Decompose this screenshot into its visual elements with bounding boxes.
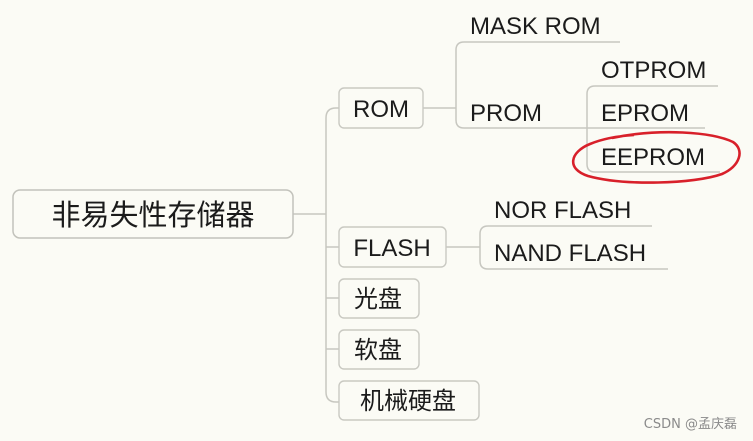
subtopic-otprom-label: OTPROM	[601, 57, 706, 84]
branch-hard-disk[interactable]: 机械硬盘	[338, 380, 480, 421]
subtopic-prom-label: PROM	[470, 100, 542, 127]
flash-connectors	[446, 225, 668, 270]
subtopic-nand-flash-label: NAND FLASH	[494, 240, 646, 267]
branch-rom-box	[338, 87, 424, 129]
subtopic-eeprom[interactable]: EEPROM	[601, 144, 705, 171]
watermark: CSDN @孟庆磊	[643, 417, 737, 432]
subtopic-eprom-label: EPROM	[601, 100, 689, 127]
subtopic-otprom[interactable]: OTPROM	[601, 57, 706, 84]
branch-flash-box	[338, 226, 447, 268]
root-node-box	[12, 189, 294, 239]
branch-floppy-disk[interactable]: 软盘	[338, 329, 420, 370]
branch-optical-disc-box	[338, 278, 420, 319]
root-node-label: 非易失性存储器	[51, 198, 254, 232]
branch-hard-disk-box	[338, 380, 480, 421]
root-connectors	[293, 107, 339, 403]
branch-flash-label: FLASH	[353, 235, 430, 262]
branch-floppy-disk-box	[338, 329, 420, 370]
subtopic-nor-flash-label: NOR FLASH	[494, 197, 631, 224]
subtopic-mask-rom[interactable]: MASK ROM	[470, 13, 601, 40]
subtopic-eprom[interactable]: EPROM	[601, 100, 689, 127]
branch-rom[interactable]: ROM	[338, 87, 424, 129]
branch-floppy-disk-label: 软盘	[354, 336, 402, 364]
eeprom-highlight-ring	[571, 130, 741, 184]
branch-optical-disc[interactable]: 光盘	[338, 278, 420, 319]
branch-optical-disc-label: 光盘	[354, 285, 402, 313]
rom-connectors	[423, 41, 620, 129]
subtopic-mask-rom-label: MASK ROM	[470, 13, 601, 40]
subtopic-prom[interactable]: PROM	[470, 100, 542, 127]
subtopic-nand-flash[interactable]: NAND FLASH	[494, 240, 646, 267]
branch-flash[interactable]: FLASH	[338, 226, 447, 268]
subtopic-eeprom-label: EEPROM	[601, 144, 705, 171]
prom-connectors	[558, 85, 720, 173]
subtopic-nor-flash[interactable]: NOR FLASH	[494, 197, 631, 224]
root-node[interactable]: 非易失性存储器	[12, 189, 294, 239]
branch-hard-disk-label: 机械硬盘	[360, 387, 456, 415]
branch-rom-label: ROM	[353, 96, 409, 123]
